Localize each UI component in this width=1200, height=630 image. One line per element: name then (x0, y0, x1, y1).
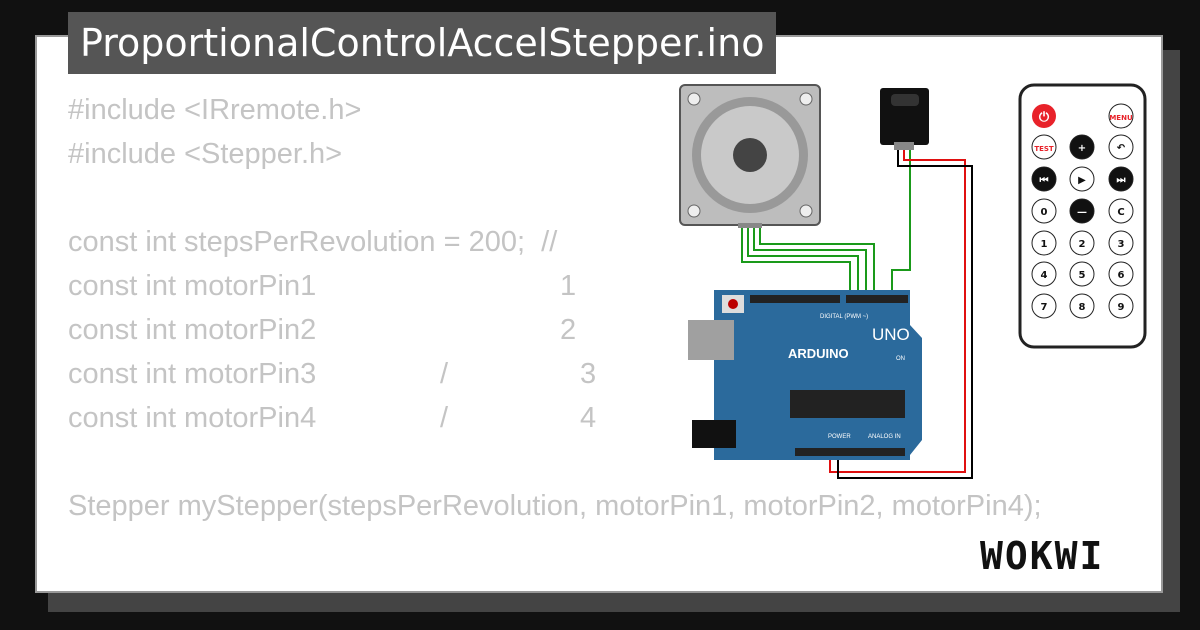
remote-button-label: ⏮ (1040, 175, 1049, 186)
remote-button-label: ▶ (1078, 175, 1086, 186)
on-label: ON (896, 356, 905, 362)
remote-button[interactable] (1108, 166, 1134, 192)
remote-button[interactable] (1031, 166, 1057, 192)
code-fragment: 4 (580, 402, 597, 434)
remote-button-label: 2 (1079, 239, 1086, 250)
code-line: #include <Stepper.h> (68, 138, 343, 170)
remote-button-label: TEST (1034, 145, 1054, 153)
remote-button-label: 7 (1041, 302, 1048, 313)
remote-button[interactable] (1108, 261, 1134, 287)
remote-button[interactable] (1069, 261, 1095, 287)
preview-card (35, 35, 1163, 593)
code-line: #include <IRremote.h> (68, 94, 362, 126)
remote-button-label: 3 (1118, 239, 1125, 250)
arduino-model-label: UNO (872, 325, 910, 344)
code-line: const int motorPin2 (68, 314, 317, 346)
arduino-brand-label: ARDUINO (788, 346, 849, 361)
digital-label: DIGITAL (PWM ~) (820, 314, 868, 320)
stepper-motor[interactable] (679, 84, 821, 228)
code-line: const int stepsPerRevolution = 200; // (68, 226, 558, 258)
remote-button-label: 1 (1041, 239, 1048, 250)
wire-black (837, 150, 973, 479)
power-label: POWER (828, 434, 851, 440)
remote-button[interactable] (1069, 198, 1095, 224)
code-line: const int motorPin4 (68, 402, 317, 434)
remote-button[interactable] (1069, 166, 1095, 192)
code-fragment: / (440, 402, 449, 434)
remote-button[interactable] (1069, 134, 1095, 160)
sketch-title: ProportionalControlAccelStepper.ino (68, 12, 777, 74)
remote-button[interactable] (1108, 293, 1134, 319)
remote-button[interactable] (1031, 134, 1057, 160)
code-fragment: / (440, 358, 449, 390)
remote-button-label: 0 (1041, 207, 1048, 218)
remote-button[interactable] (1069, 230, 1095, 256)
wokwi-logo: WOKWI (980, 534, 1105, 578)
remote-button-label: 5 (1079, 270, 1086, 281)
remote-button-label: 8 (1079, 302, 1086, 313)
code-fragment: 2 (560, 314, 577, 346)
remote-button[interactable] (1031, 230, 1057, 256)
remote-button[interactable] (1108, 103, 1134, 129)
remote-button-label: ⏭ (1117, 175, 1126, 186)
power-button[interactable] (1032, 104, 1056, 128)
remote-button[interactable] (1108, 198, 1134, 224)
code-line: const int motorPin1 (68, 270, 317, 302)
ir-remote[interactable]: ⏻ MENU TEST + ↶ ⏮ ▶ ⏭ 0 — C 1 2 3 4 5 6 7 8 9 (1018, 83, 1147, 349)
remote-button[interactable] (1069, 293, 1095, 319)
remote-button-label: 4 (1041, 270, 1048, 281)
remote-button[interactable] (1108, 230, 1134, 256)
remote-button-label: MENU (1109, 114, 1133, 122)
code-line: const int motorPin3 (68, 358, 317, 390)
remote-button-label: + (1078, 143, 1086, 154)
code-fragment: 1 (560, 270, 577, 302)
remote-button-label: — (1077, 207, 1087, 218)
remote-button[interactable] (1031, 293, 1057, 319)
remote-button-label: 6 (1118, 270, 1125, 281)
power-icon: ⏻ (1039, 110, 1050, 125)
code-listing: #include <IRremote.h> #include <Stepper.… (68, 88, 1158, 528)
remote-button-label: ↶ (1117, 143, 1126, 154)
wire-green (741, 228, 875, 295)
remote-button[interactable] (1031, 198, 1057, 224)
remote-button[interactable] (1031, 261, 1057, 287)
analog-label: ANALOG IN (868, 434, 901, 440)
wire-red (829, 150, 966, 473)
remote-button-label: C (1117, 207, 1124, 218)
code-line: Stepper myStepper(stepsPerRevolution, mo… (68, 490, 1042, 522)
remote-button-label: 9 (1118, 302, 1125, 313)
ir-receiver[interactable] (880, 88, 929, 150)
code-fragment: 3 (580, 358, 597, 390)
wire-green (891, 150, 911, 295)
remote-button[interactable] (1108, 134, 1134, 160)
arduino-uno[interactable]: DIGITAL (PWM ~) UNO ARDUINO ON POWER ANA… (688, 290, 922, 460)
